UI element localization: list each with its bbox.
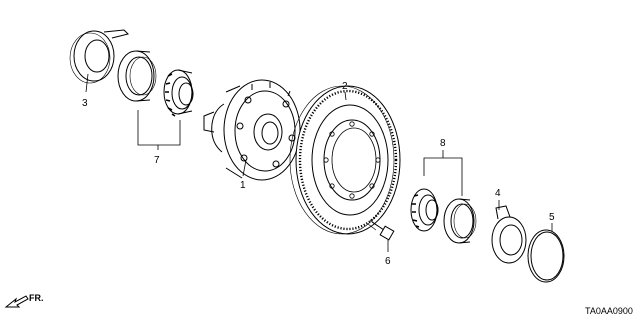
callout-7: 7 xyxy=(154,155,160,166)
differential-carrier-part-1 xyxy=(203,79,301,181)
callout-8: 8 xyxy=(440,138,446,149)
leader-8 xyxy=(423,150,463,196)
callout-4: 4 xyxy=(495,188,501,199)
bolt-part-6 xyxy=(367,219,395,241)
leader-2 xyxy=(344,91,347,101)
bearing-outer-race-right xyxy=(443,198,477,244)
tapered-roller-bearing xyxy=(163,69,194,117)
bearing-set-part-7 xyxy=(117,50,194,117)
callout-3: 3 xyxy=(82,98,88,109)
diagram-code: TA0AA0900 xyxy=(585,306,633,316)
tapered-roller-bearing-right xyxy=(410,188,439,232)
bearing-outer-race xyxy=(117,50,157,102)
callout-5: 5 xyxy=(549,212,555,223)
leader-1 xyxy=(242,159,247,177)
snap-ring-part-5 xyxy=(527,229,565,283)
leader-7 xyxy=(137,110,181,150)
leader-3 xyxy=(85,73,89,93)
front-arrow-icon xyxy=(4,295,29,308)
callout-6: 6 xyxy=(385,256,391,267)
callout-1: 1 xyxy=(240,180,246,191)
bearing-set-part-8 xyxy=(410,188,477,244)
leader-lines xyxy=(85,73,553,252)
callout-2: 2 xyxy=(342,81,348,92)
shim-part-3 xyxy=(69,29,129,84)
shim-part-4 xyxy=(491,205,527,264)
front-direction-label: FR. xyxy=(29,293,44,303)
front-direction-indicator: FR. xyxy=(4,293,44,308)
final-driven-gear-part-2 xyxy=(289,85,401,235)
